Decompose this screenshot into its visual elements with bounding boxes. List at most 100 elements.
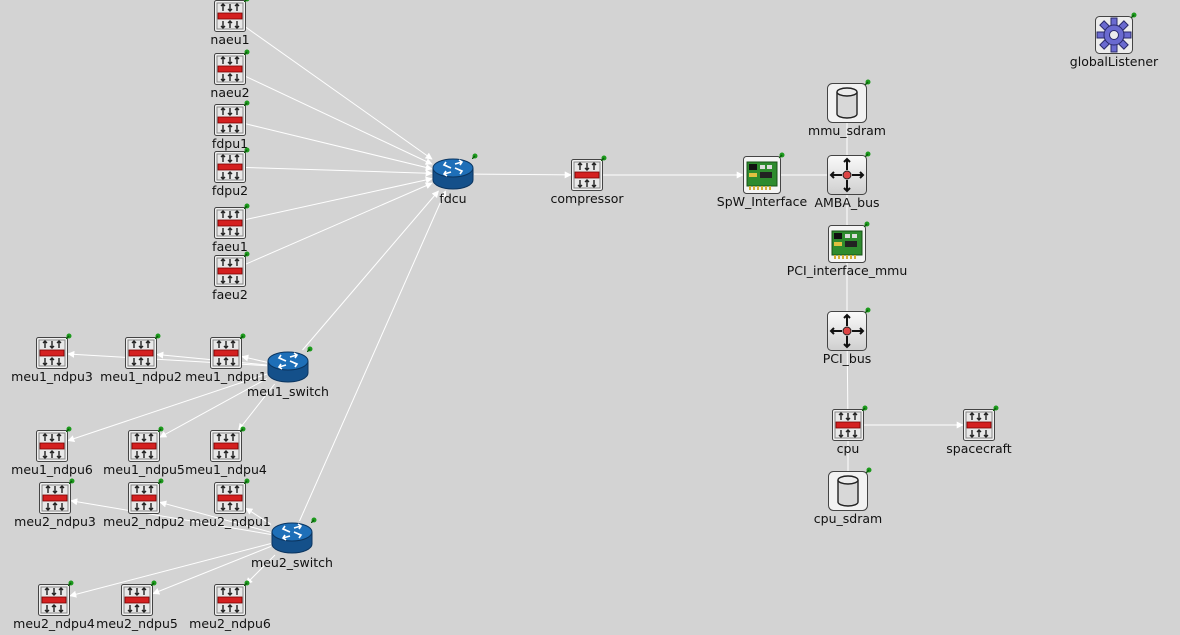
node-fdpu1[interactable]: fdpu1 (170, 100, 290, 151)
edge-fdpu2-to-fdcu (245, 167, 433, 177)
edge-meu2_switch-to-meu2_ndpu3 (70, 498, 272, 535)
simple-module-icon (36, 426, 72, 462)
edge-meu2_switch-to-meu2_ndpu2 (159, 500, 272, 533)
interface-card-icon (828, 221, 870, 263)
simple-module-icon (38, 580, 74, 616)
node-meu2-switch[interactable]: meu2_switch (232, 517, 352, 570)
node-label: PCI_bus (822, 351, 872, 366)
node-label: meu1_ndpu2 (100, 369, 182, 384)
node-label: cpu (836, 441, 860, 456)
simple-module-icon (36, 333, 72, 369)
node-meu1-ndpu5[interactable]: meu1_ndpu5 (84, 426, 204, 477)
node-cpu[interactable]: cpu (788, 405, 908, 456)
simple-module-icon (571, 155, 607, 191)
edge-meu1_switch-to-meu1_ndpu1 (241, 354, 268, 363)
edge-meu2_switch-to-meu2_ndpu6 (245, 554, 276, 585)
node-label: SpW_Interface (716, 194, 808, 209)
node-naeu1[interactable]: naeu1 (170, 0, 290, 47)
node-label: AMBA_bus (814, 195, 880, 210)
node-meu1-ndpu3[interactable]: meu1_ndpu3 (0, 333, 112, 384)
node-fdpu2[interactable]: fdpu2 (170, 147, 290, 198)
simple-module-icon (214, 478, 250, 514)
edge-fdcu-to-compressor (473, 171, 572, 179)
node-label: meu2_ndpu4 (13, 616, 95, 631)
simple-module-icon (214, 251, 250, 287)
edge-meu2_switch-to-meu2_ndpu1 (245, 507, 272, 525)
node-label: meu2_ndpu3 (14, 514, 96, 529)
edge-meu1_switch-to-fdcu (302, 190, 439, 351)
simple-module-icon (214, 49, 250, 85)
node-meu1-ndpu4[interactable]: meu1_ndpu4 (166, 426, 286, 477)
router-icon (432, 153, 478, 191)
node-pci-interface-mmu[interactable]: PCI_interface_mmu (786, 221, 908, 278)
router-icon (267, 346, 313, 384)
edge-fdpu1-to-fdcu (245, 123, 433, 171)
node-label: fdpu1 (211, 136, 249, 151)
node-label: faeu2 (212, 287, 248, 302)
node-label: meu1_switch (247, 384, 329, 399)
node-meu2-ndpu2[interactable]: meu2_ndpu2 (84, 478, 204, 529)
simple-module-icon (210, 333, 246, 369)
node-label: meu2_ndpu2 (103, 514, 185, 529)
edge-meu2_switch-to-meu2_ndpu4 (69, 542, 272, 598)
node-spw-interface[interactable]: SpW_Interface (702, 152, 822, 209)
simple-module-icon (832, 405, 868, 441)
simple-module-icon (214, 203, 250, 239)
node-meu1-ndpu1[interactable]: meu1_ndpu1 (166, 333, 286, 384)
edge-faeu1-to-fdcu (245, 176, 433, 220)
simple-module-icon (128, 426, 164, 462)
simple-module-icon (128, 478, 164, 514)
node-meu1-ndpu6[interactable]: meu1_ndpu6 (0, 426, 112, 477)
node-compressor[interactable]: compressor (527, 155, 647, 206)
node-meu2-ndpu1[interactable]: meu2_ndpu1 (170, 478, 290, 529)
simple-module-icon (214, 580, 250, 616)
node-mmu-sdram[interactable]: mmu_sdram (787, 79, 907, 138)
node-label: naeu2 (210, 85, 250, 100)
node-amba-bus[interactable]: AMBA_bus (787, 151, 907, 210)
node-spacecraft[interactable]: spacecraft (919, 405, 1039, 456)
node-label: meu1_ndpu3 (11, 369, 93, 384)
simple-module-icon (39, 478, 75, 514)
node-cpu-sdram[interactable]: cpu_sdram (788, 467, 908, 526)
node-label: naeu1 (210, 32, 250, 47)
node-label: PCI_interface_mmu (786, 263, 908, 278)
node-label: spacecraft (946, 441, 1012, 456)
node-label: meu2_ndpu1 (189, 514, 271, 529)
node-meu1-ndpu2[interactable]: meu1_ndpu2 (81, 333, 201, 384)
node-label: globalListener (1069, 54, 1159, 69)
node-label: meu2_ndpu5 (96, 616, 178, 631)
node-label: meu2_switch (251, 555, 333, 570)
edge-pci_bus-to-cpu (846, 350, 849, 410)
node-label: meu1_ndpu1 (185, 369, 267, 384)
bus-hub-icon (827, 307, 871, 351)
node-faeu2[interactable]: faeu2 (170, 251, 290, 302)
node-globallistener[interactable]: globalListener (1054, 12, 1174, 69)
node-label: meu2_ndpu6 (189, 616, 271, 631)
node-pci-bus[interactable]: PCI_bus (787, 307, 907, 366)
node-meu2-ndpu3[interactable]: meu2_ndpu3 (0, 478, 115, 529)
router-icon (271, 517, 317, 555)
node-meu2-ndpu6[interactable]: meu2_ndpu6 (170, 580, 290, 631)
node-label: mmu_sdram (808, 123, 886, 138)
node-label: fdcu (439, 191, 467, 206)
node-naeu2[interactable]: naeu2 (170, 49, 290, 100)
edge-meu1_switch-to-meu1_ndpu6 (67, 373, 268, 442)
node-label: cpu_sdram (813, 511, 883, 526)
node-faeu1[interactable]: faeu1 (170, 203, 290, 254)
interface-card-icon (743, 152, 785, 194)
node-meu1-switch[interactable]: meu1_switch (228, 346, 348, 399)
gear-icon (1095, 12, 1137, 54)
simple-module-icon (214, 147, 250, 183)
memory-cylinder-icon (828, 467, 872, 511)
edge-naeu1-to-fdcu (245, 26, 433, 160)
edge-meu1_switch-to-meu1_ndpu5 (159, 378, 268, 438)
simple-module-icon (210, 426, 246, 462)
node-meu2-ndpu4[interactable]: meu2_ndpu4 (0, 580, 114, 631)
edge-faeu2-to-fdcu (245, 182, 433, 265)
node-label: meu1_ndpu6 (11, 462, 93, 477)
node-meu2-ndpu5[interactable]: meu2_ndpu5 (77, 580, 197, 631)
simple-module-icon (963, 405, 999, 441)
bus-hub-icon (827, 151, 871, 195)
node-fdcu[interactable]: fdcu (393, 153, 513, 206)
